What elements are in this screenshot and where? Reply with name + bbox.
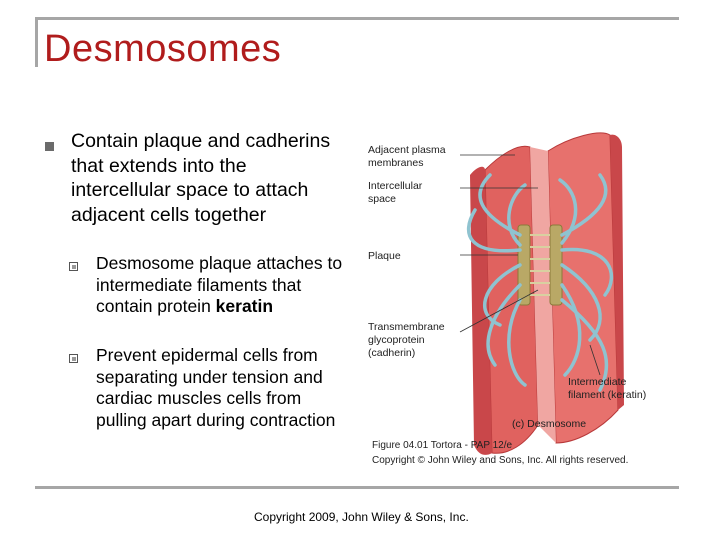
right-membrane-edge — [610, 134, 624, 410]
figure-credit-line-2: Copyright © John Wiley and Sons, Inc. Al… — [372, 455, 628, 466]
label-leader-lines — [459, 154, 601, 376]
slide-title: Desmosomes — [44, 28, 282, 70]
label-transmembrane-2: glycoprotein — [368, 334, 425, 346]
frame-left-line — [35, 17, 38, 67]
sub-bullet-1-bold: keratin — [215, 296, 274, 316]
sub-bullet-2-text: Prevent epidermal cells from separating … — [96, 345, 336, 430]
hollow-square-bullet-icon — [69, 354, 78, 363]
hollow-square-bullet-icon — [69, 262, 78, 271]
copyright-footer: Copyright 2009, John Wiley & Sons, Inc. — [254, 510, 469, 524]
label-plaque: Plaque — [368, 250, 401, 262]
label-intercellular-2: space — [368, 193, 396, 205]
sub-bullet-1-plain: Desmosome plaque attaches to intermediat… — [96, 253, 343, 316]
figure-caption: (c) Desmosome — [512, 418, 586, 430]
label-intermediate-1: Intermediate — [568, 376, 627, 388]
label-intermediate-2: filament (keratin) — [568, 389, 646, 401]
label-transmembrane-3: (cadherin) — [368, 347, 415, 359]
figure-credit-line-1: Figure 04.01 Tortora - PAP 12/e — [372, 440, 513, 451]
desmosome-figure: Adjacent plasma membranes Intercellular … — [368, 132, 646, 466]
frame-bottom-line — [35, 486, 679, 489]
label-transmembrane-1: Transmembrane — [368, 321, 445, 333]
sub-bullet-1-text: Desmosome plaque attaches to intermediat… — [96, 253, 356, 318]
intermediate-filaments — [466, 173, 614, 392]
label-intercellular-1: Intercellular — [368, 180, 423, 192]
right-plaque — [549, 224, 563, 306]
main-bullet-text: Contain plaque and cadherins that extend… — [71, 130, 331, 226]
frame-top-line — [35, 17, 679, 20]
cadherin-links — [530, 234, 550, 296]
label-adjacent-membranes-1: Adjacent plasma — [368, 144, 446, 156]
square-bullet-icon — [45, 142, 54, 151]
left-membrane-edge — [470, 166, 492, 455]
label-adjacent-membranes-2: membranes — [368, 157, 423, 169]
